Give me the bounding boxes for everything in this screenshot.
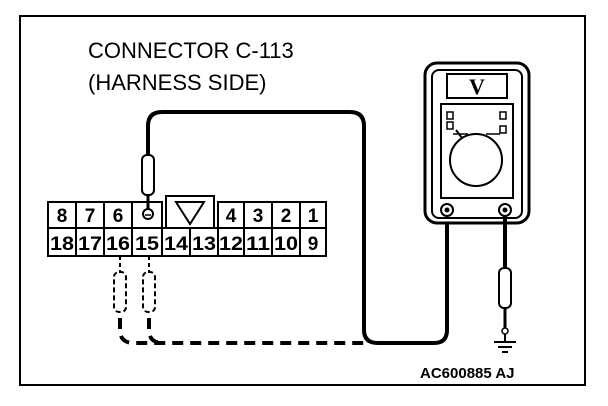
meter-display — [446, 73, 508, 99]
pin-10: 10 — [274, 234, 298, 255]
pin-1: 1 — [308, 206, 319, 227]
connector-title: CONNECTOR C-113 — [88, 38, 294, 63]
back-probe-pin-5 — [141, 154, 155, 220]
voltmeter: V — [423, 61, 531, 225]
ground-lead — [494, 216, 516, 353]
pin-15: 15 — [135, 234, 159, 255]
pin-14: 14 — [164, 234, 188, 255]
figure-frame — [19, 15, 586, 386]
dashed-probes-16-15 — [113, 256, 156, 313]
pin-2: 2 — [281, 206, 292, 227]
pin-4: 4 — [226, 206, 237, 227]
test-lead-wire — [146, 110, 449, 345]
meter-display-reading: V — [469, 74, 485, 99]
ground-icon — [494, 334, 516, 353]
pin-7: 7 — [85, 206, 96, 227]
pin-16: 16 — [106, 234, 130, 255]
connector-c-113 — [47, 195, 327, 257]
pin-8: 8 — [57, 206, 68, 227]
pin-12: 12 — [219, 234, 243, 255]
connector-key-icon — [174, 201, 206, 226]
pin-11: 11 — [246, 234, 271, 255]
meter-selector-dial — [449, 133, 503, 187]
pin-3: 3 — [253, 206, 264, 227]
pin-6: 6 — [113, 206, 124, 227]
pin-5 — [142, 208, 154, 220]
pin-9: 9 — [308, 234, 319, 255]
pin-18: 18 — [50, 234, 74, 255]
ground-wire-dashed — [118, 318, 364, 345]
pin-13: 13 — [192, 234, 216, 255]
connector-subtitle: (HARNESS SIDE) — [88, 70, 266, 95]
pin-17: 17 — [78, 234, 102, 255]
ground-wire-dashed-branch — [147, 318, 164, 345]
figure-code: AC600885 AJ — [420, 365, 515, 382]
